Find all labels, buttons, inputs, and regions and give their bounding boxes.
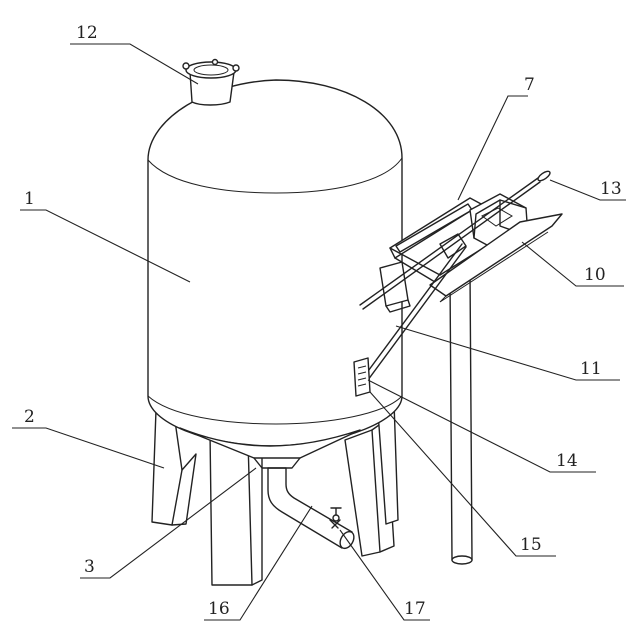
leader-2 (12, 427, 165, 469)
leader-1 (20, 209, 191, 283)
lever-rod (359, 170, 551, 310)
label-17: 17 (404, 599, 426, 619)
leader-lines (12, 43, 626, 621)
support-post (449, 271, 473, 565)
label-3: 3 (84, 557, 95, 577)
mounting-bracket (379, 261, 411, 313)
valve-icon (329, 507, 342, 529)
leader-15 (369, 391, 556, 557)
label-11: 11 (580, 359, 602, 379)
label-10: 10 (584, 265, 606, 285)
support-legs (151, 401, 399, 586)
label-12: 12 (76, 23, 98, 43)
sensor-plate (353, 357, 371, 397)
top-hatch (182, 58, 240, 106)
leader-17 (339, 529, 430, 621)
label-13: 13 (600, 179, 622, 199)
linkage-rod (359, 243, 467, 385)
label-7: 7 (524, 75, 535, 95)
leader-13 (549, 179, 626, 201)
tank-body (147, 79, 403, 469)
drain-pipe (267, 467, 355, 550)
label-14: 14 (556, 451, 578, 471)
label-15: 15 (520, 535, 542, 555)
label-1: 1 (24, 189, 35, 209)
leader-16 (204, 505, 313, 621)
mixer-housing (389, 193, 563, 303)
leader-12 (70, 43, 199, 85)
leader-7 (457, 95, 528, 201)
leader-10 (521, 241, 624, 287)
label-2: 2 (24, 407, 35, 427)
callout-labels: 1 2 3 7 10 11 12 13 14 15 16 17 (24, 23, 622, 619)
leader-11 (395, 325, 620, 381)
leader-3 (80, 467, 257, 579)
label-16: 16 (208, 599, 230, 619)
leader-14 (367, 379, 596, 473)
